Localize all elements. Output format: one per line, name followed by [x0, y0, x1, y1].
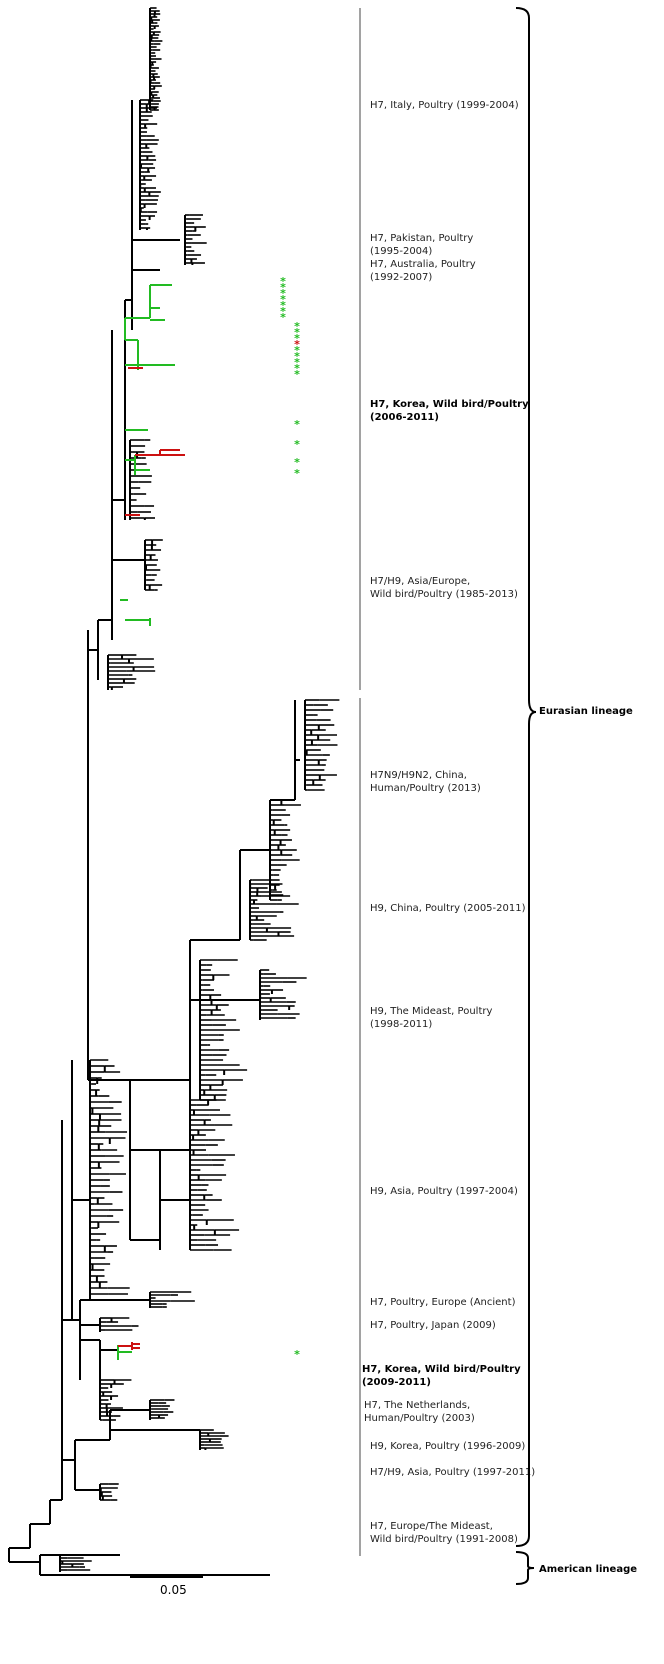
clade-label: H7N9/H9N2, China,Human/Poultry (2013)	[370, 770, 481, 794]
clade-label: H7/H9, Asia/Europe,Wild bird/Poultry (19…	[370, 576, 518, 600]
clade-label: H9, The Mideast, Poultry(1998-2011)	[370, 1006, 492, 1030]
asterisk-marker: *	[294, 320, 300, 333]
clade-label: H7/H9, Asia, Poultry (1997-2011)	[370, 1467, 535, 1478]
asterisk-marker: *	[294, 418, 300, 431]
clade-label: H7, Poultry, Europe (Ancient)	[370, 1297, 516, 1308]
clade-label: H7, Pakistan, Poultry(1995-2004)H7, Aust…	[370, 233, 476, 283]
tree-branches	[8, 7, 340, 1576]
asterisk-markers: *********************	[280, 275, 300, 1361]
clade-labels: H7, Italy, Poultry (1999-2004) H7, Pakist…	[362, 100, 535, 1545]
asterisk-marker: *	[280, 311, 286, 324]
clade-label: H9, Asia, Poultry (1997-2004)	[370, 1186, 518, 1197]
asterisk-marker: *	[294, 438, 300, 451]
asterisk-marker: *	[280, 275, 286, 288]
clade-label: H7, Poultry, Japan (2009)	[370, 1320, 496, 1331]
clade-label: H7, Korea, Wild bird/Poultry(2006-2011)	[370, 399, 529, 423]
asterisk-marker: *	[280, 299, 286, 312]
asterisk-marker: *	[294, 362, 300, 375]
asterisk-marker: *	[294, 1348, 300, 1361]
american-lineage-label: American lineage	[539, 1564, 637, 1575]
scale-bar-label: 0.05	[160, 1583, 187, 1597]
clade-label: H9, China, Poultry (2005-2011)	[370, 903, 526, 914]
asterisk-marker: *	[294, 368, 300, 381]
asterisk-marker: *	[294, 338, 300, 351]
eurasian-lineage-bracket	[515, 7, 537, 1547]
asterisk-marker: *	[294, 350, 300, 363]
clade-label: H7, Europe/The Mideast,Wild bird/Poultry…	[370, 1521, 518, 1545]
clade-label: H7, Italy, Poultry (1999-2004)	[370, 100, 519, 111]
asterisk-marker: *	[280, 281, 286, 294]
asterisk-marker: *	[294, 467, 300, 480]
asterisk-marker: *	[280, 305, 286, 318]
asterisk-marker: *	[280, 287, 286, 300]
asterisk-marker: *	[294, 332, 300, 345]
clade-label: H7, Korea, Wild bird/Poultry(2009-2011)	[362, 1364, 521, 1388]
clade-label: H9, Korea, Poultry (1996-2009)	[370, 1441, 525, 1452]
asterisk-marker: *	[294, 344, 300, 357]
asterisk-marker: *	[280, 293, 286, 306]
asterisk-marker: *	[294, 456, 300, 469]
asterisk-marker: *	[294, 356, 300, 369]
eurasian-lineage-label: Eurasian lineage	[539, 706, 633, 717]
asterisk-marker: *	[294, 326, 300, 339]
clade-label: H7, The Netherlands,Human/Poultry (2003)	[364, 1400, 475, 1424]
american-lineage-bracket	[515, 1551, 535, 1585]
